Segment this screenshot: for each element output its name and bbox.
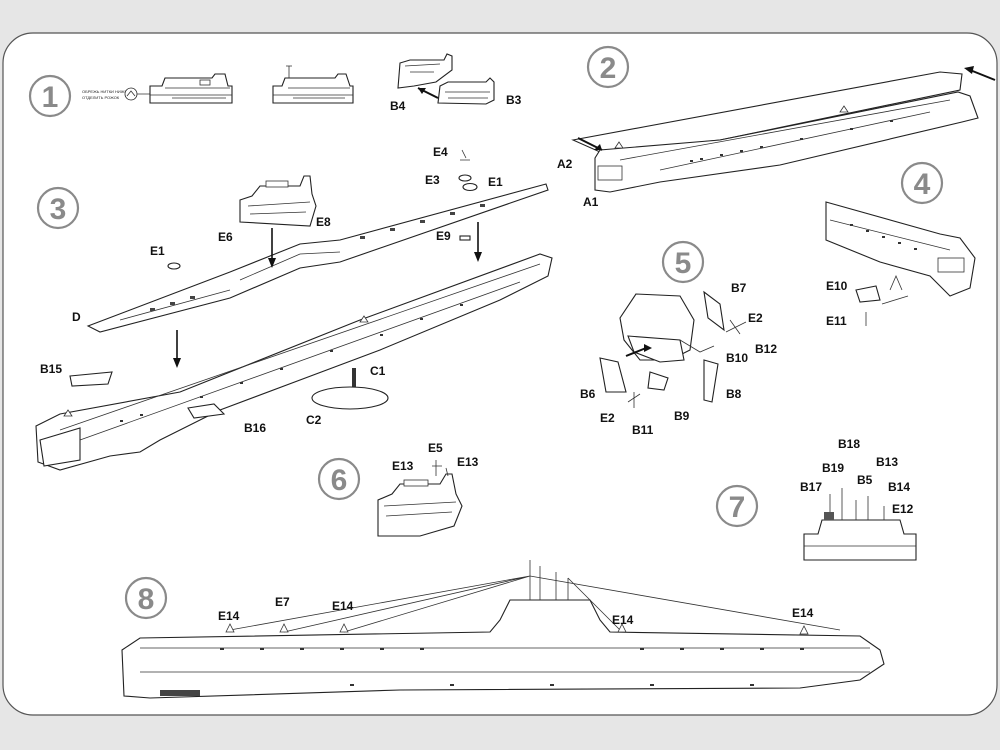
label-b5: B5 (857, 473, 873, 487)
step-4: 4 E10 E11 (825, 161, 976, 328)
label-b9: B9 (674, 409, 690, 423)
label-c2: C2 (306, 413, 322, 427)
label-b16: B16 (244, 421, 266, 435)
label-b4: B4 (390, 99, 406, 113)
cut-detail-icon (124, 87, 138, 101)
label-b15: B15 (40, 362, 62, 376)
label-e11: E11 (826, 314, 847, 328)
label-a1: A1 (583, 195, 599, 209)
label-e5: E5 (428, 441, 443, 455)
label-e3: E3 (425, 173, 440, 187)
label-e14-b: E14 (332, 599, 354, 613)
assembled-hull (35, 253, 553, 471)
label-b7: B7 (731, 281, 747, 295)
step-1-note-line1: ОБРЕЖЬ НИТКИ НИЖЕ (82, 89, 127, 94)
step-8-circle (124, 576, 168, 620)
label-a2: A2 (557, 157, 573, 171)
label-b19: B19 (822, 461, 844, 475)
step-6-circle (317, 457, 361, 501)
sail-detail-e5-e13: E5 E13 E13 (377, 441, 479, 537)
label-b14: B14 (888, 480, 910, 494)
step-3-number: 3 (50, 193, 67, 226)
step-6-number: 6 (331, 464, 348, 497)
step-7-number: 7 (729, 491, 746, 524)
label-b17: B17 (800, 480, 822, 494)
sail-parts-b3-b4: B4 B3 (390, 53, 522, 113)
label-e6: E6 (218, 230, 233, 244)
label-e10: E10 (826, 279, 848, 293)
small-fittings: E4 E3 E1 E9 (425, 145, 503, 262)
step-7-circle (715, 484, 759, 528)
step-6: 6 E5 E13 E13 (317, 441, 479, 537)
sail-side-view-1 (149, 73, 233, 104)
label-b13: B13 (876, 455, 898, 469)
deck-part-d (86, 183, 549, 333)
step-5-circle (661, 240, 705, 284)
step-2: 2 A2 A1 (557, 45, 996, 209)
label-b12: B12 (755, 342, 777, 356)
sail-side-view-2 (272, 65, 354, 104)
hull-halves-a1-a2: A2 A1 (557, 66, 996, 209)
label-e7: E7 (275, 595, 290, 609)
step-3-circle (36, 186, 80, 230)
label-e14-a: E14 (218, 609, 240, 623)
step-5-number: 5 (675, 247, 692, 280)
sail-assembly-e6-e8: E6 E8 (218, 175, 331, 268)
display-stand: C1 C2 (306, 364, 389, 427)
bow-detail: E10 E11 (825, 201, 976, 328)
step-7: 7 B18 B19 B13 B17 B5 B14 E12 (715, 437, 917, 561)
label-e14-d: E14 (792, 606, 814, 620)
label-b3: B3 (506, 93, 522, 107)
step-1-note-line2: ОТДЕЛИТЬ РОЖОК (82, 95, 120, 100)
step-1: 1 ОБРЕЖЬ НИТКИ НИЖЕ ОТДЕЛИТЬ РОЖОК (28, 53, 522, 118)
step-2-number: 2 (600, 52, 617, 85)
label-e4: E4 (433, 145, 448, 159)
label-c1: C1 (370, 364, 386, 378)
label-b11: B11 (632, 423, 654, 437)
step-4-circle (900, 161, 944, 205)
step-5: 5 B7 E2 B12 B10 B6 B8 E2 B9 B11 (580, 240, 777, 437)
label-e14-c: E14 (612, 613, 634, 627)
step-2-circle (586, 45, 630, 89)
label-e9: E9 (436, 229, 451, 243)
label-e13-left: E13 (392, 459, 414, 473)
completed-submarine-side-view: E14 E7 E14 E14 E14 (121, 560, 885, 699)
step-1-number: 1 (42, 81, 59, 114)
sail-top-detail: B18 B19 B13 B17 B5 B14 E12 (800, 437, 917, 561)
label-e1-right: E1 (488, 175, 503, 189)
step-1-circle (28, 74, 72, 118)
step-8: 8 E14 E7 E14 E14 E14 (121, 560, 885, 699)
stern-assembly: B7 E2 B12 B10 B6 B8 E2 B9 B11 (580, 281, 777, 437)
label-e2-top: E2 (748, 311, 763, 325)
step-3: 3 E6 E8 E4 (35, 145, 553, 471)
step-8-number: 8 (138, 583, 155, 616)
part-e1-disc (167, 262, 181, 270)
label-b18: B18 (838, 437, 860, 451)
label-b10: B10 (726, 351, 748, 365)
label-e2-bottom: E2 (600, 411, 615, 425)
label-e13-right: E13 (457, 455, 479, 469)
label-e12: E12 (892, 502, 914, 516)
label-e1-left: E1 (150, 244, 165, 258)
label-b8: B8 (726, 387, 742, 401)
label-b6: B6 (580, 387, 596, 401)
label-d: D (72, 310, 81, 324)
step-4-number: 4 (914, 168, 931, 201)
label-e8: E8 (316, 215, 331, 229)
